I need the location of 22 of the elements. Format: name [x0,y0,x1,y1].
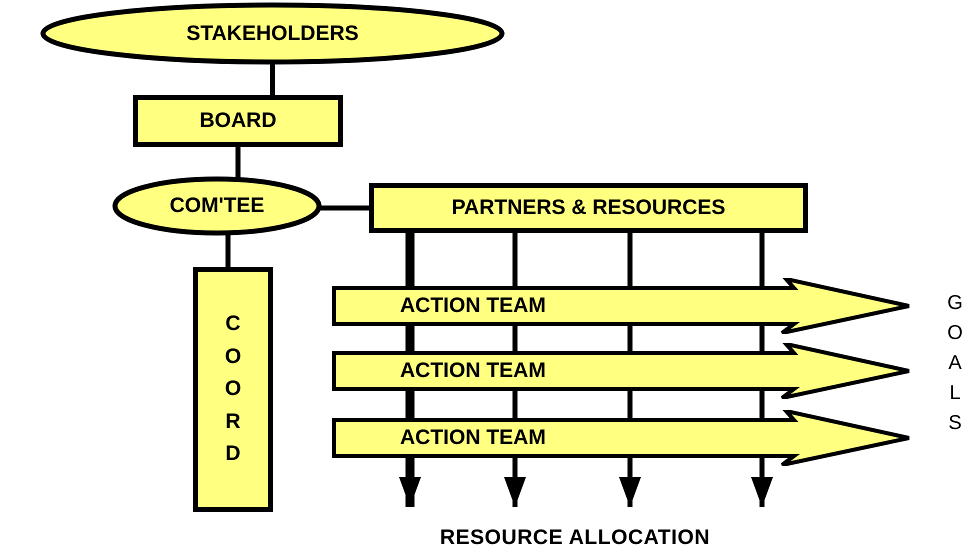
connector-line [270,63,275,97]
node-label: ACTION TEAM [400,293,546,320]
process-box [369,183,808,233]
process-box [133,95,343,147]
ellipse-node [40,2,505,65]
node-label: COM'TEE [170,193,264,220]
node-label: ACTION TEAM [400,425,546,452]
node-label: PARTNERS & RESOURCES [452,195,726,222]
node-label: COORD [224,311,242,468]
node-label: ACTION TEAM [400,358,546,384]
node-label: STAKEHOLDERS [186,20,359,47]
arrow-shape [332,410,912,466]
ellipse-node [112,176,322,236]
arrow-shape [332,278,912,334]
text-label: RESOURCE ALLOCATION [438,525,712,551]
text-label: GOALS [946,291,964,436]
connector-line [320,206,371,210]
connector-line [226,234,230,269]
process-box [193,267,273,512]
arrow-shape [332,343,912,399]
node-label: BOARD [200,108,276,134]
connector-line [236,145,240,178]
